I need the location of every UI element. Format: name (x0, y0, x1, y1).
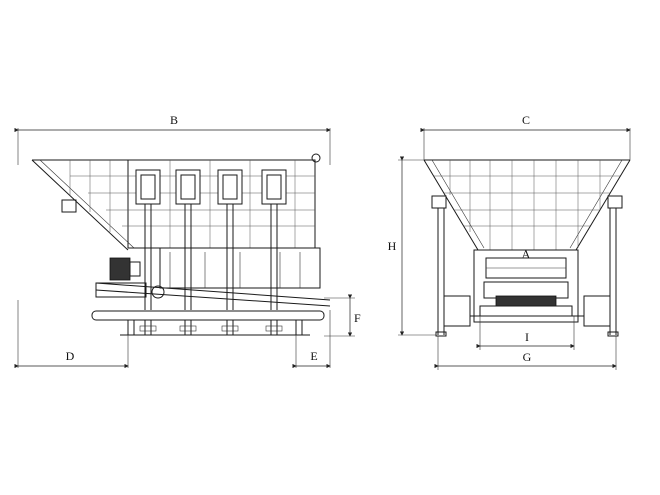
gate-rods (144, 204, 278, 310)
lifting-eye-icon (311, 153, 321, 163)
dim-label-c: C (522, 113, 530, 127)
front-view: A C H I G (388, 113, 631, 370)
mount-bracket (61, 199, 77, 213)
base-conveyor (91, 310, 325, 321)
dim-label-b: B (170, 113, 178, 127)
legs (120, 320, 310, 336)
front-legs (437, 208, 617, 335)
belt-drum (495, 295, 557, 307)
feeder-box (473, 249, 579, 323)
dim-label-e: E (310, 349, 317, 363)
dim-label-h: H (388, 239, 397, 253)
dim-label-i: I (525, 330, 529, 344)
dim-label-d: D (66, 349, 75, 363)
side-view: B D E F (14, 113, 361, 369)
gate-frames (135, 169, 287, 205)
hopper-grid-front (434, 160, 620, 250)
motor (109, 257, 131, 281)
dim-label-g: G (523, 350, 532, 364)
dim-label-f: F (354, 311, 361, 325)
label-a: A (522, 247, 531, 261)
